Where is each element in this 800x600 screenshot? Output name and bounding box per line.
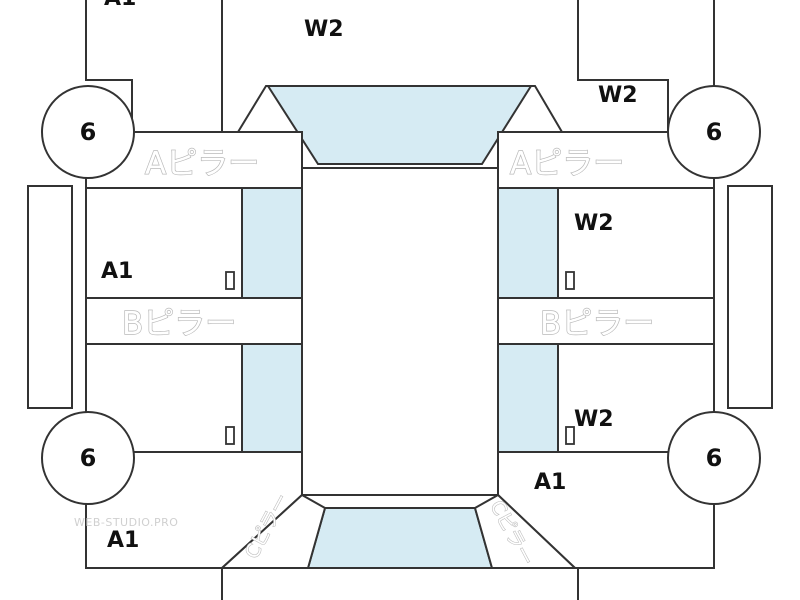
trunk: [221, 567, 579, 600]
front-window-left: [241, 187, 303, 299]
zone-middle-right: W2: [574, 211, 614, 236]
zone-middle-left: A1: [101, 259, 133, 284]
door-handle-fl: [225, 271, 235, 290]
label-b-pillar-left: Bピラー: [122, 306, 236, 342]
mirror-right: [727, 185, 773, 409]
watermark: WEB-STUDIO.PRO: [74, 516, 178, 529]
zone-front-left: A1: [104, 0, 136, 11]
wheel-label-fl: 6: [80, 118, 97, 146]
wheel-rear-left: [41, 411, 135, 505]
zone-front-right: W2: [598, 83, 638, 108]
mirror-left: [27, 185, 73, 409]
rear-window: [306, 507, 494, 569]
wheel-rear-right: [667, 411, 761, 505]
zone-rear-right-upper: W2: [574, 407, 614, 432]
rear-window-right: [497, 343, 559, 453]
wheel-label-rl: 6: [80, 444, 97, 472]
door-handle-rl: [225, 426, 235, 445]
front-door-left: [85, 187, 243, 299]
door-handle-rr: [565, 426, 575, 445]
wheel-front-right: [667, 85, 761, 179]
door-handle-fr: [565, 271, 575, 290]
zone-front-center: W2: [304, 17, 344, 42]
label-b-pillar-right: Bピラー: [540, 306, 654, 342]
roof: [301, 167, 499, 499]
wheel-label-fr: 6: [706, 118, 723, 146]
front-door-right: [557, 187, 715, 299]
wheel-front-left: [41, 85, 135, 179]
rear-window-left: [241, 343, 303, 453]
b-pillar-left: [85, 297, 303, 345]
wheel-label-rr: 6: [706, 444, 723, 472]
label-a-pillar-right: Aピラー: [510, 146, 624, 182]
zone-rear-left: A1: [107, 528, 139, 553]
front-window-right: [497, 187, 559, 299]
label-a-pillar-left: Aピラー: [145, 146, 259, 182]
zone-rear-right-lower: A1: [534, 470, 566, 495]
